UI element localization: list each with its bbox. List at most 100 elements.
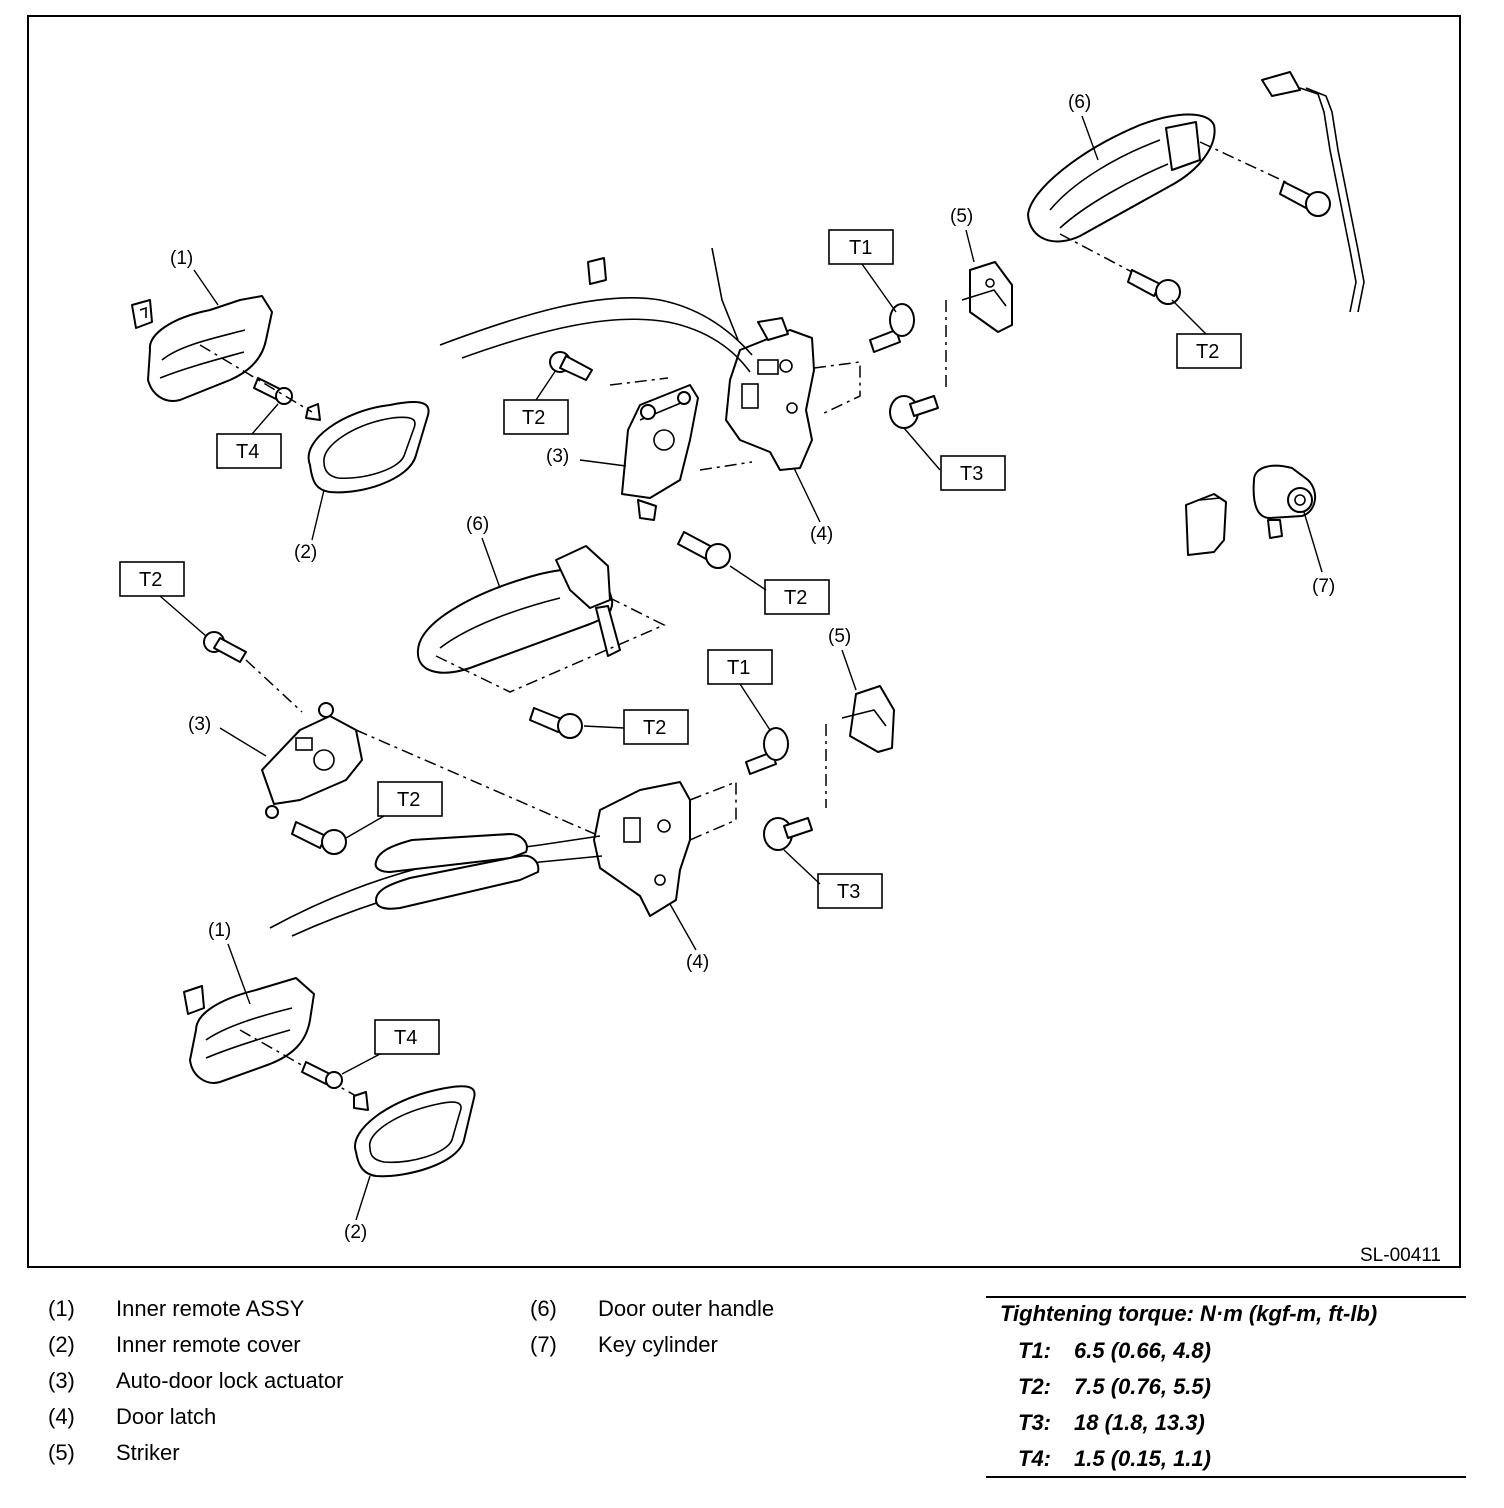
tag-t2-actuator-lower-a: T2 — [139, 569, 162, 591]
assembly-line-handle-lower — [435, 597, 666, 693]
assembly-line-latch-lower — [689, 780, 737, 841]
tag-t1-lower-box — [707, 649, 773, 685]
assembly-line-actuator-upper — [609, 377, 753, 471]
assembly-line-latch-upper — [813, 361, 861, 416]
callout-4-upper: (4) — [810, 524, 833, 545]
figure-id: SL-00411 — [1360, 1245, 1441, 1266]
tag-t2-handle-upper: T2 — [1196, 341, 1219, 363]
door-latch-upper — [725, 317, 815, 471]
torque-value: 1.5 (0.15, 1.1) — [1074, 1446, 1211, 1471]
door-outer-handle-lower — [416, 545, 621, 674]
torque-key: T4: — [1018, 1446, 1051, 1471]
tag-t3-lower-box — [817, 873, 883, 909]
inner-remote-cover-lower — [354, 1085, 476, 1178]
tag-t4-upper: T4 — [236, 441, 259, 463]
legend-num: (7) — [530, 1332, 557, 1357]
screw-t2-actuator-lower-a — [203, 631, 247, 663]
screw-t4-upper — [253, 377, 321, 421]
legend-name: Door outer handle — [598, 1296, 775, 1321]
screw-t4-lower — [301, 1061, 369, 1111]
legend-name: Door latch — [116, 1404, 217, 1429]
legend-name: Striker — [116, 1440, 180, 1465]
legend-name: Inner remote ASSY — [116, 1296, 305, 1321]
tag-t2-latch-upper-box — [764, 579, 830, 615]
diagram-frame — [27, 15, 1461, 1268]
callout-3-upper: (3) — [546, 446, 569, 467]
striker-upper — [961, 261, 1013, 333]
assembly-line-remote-upper — [199, 344, 313, 413]
torque-table-title: Tightening torque: N·m (kgf-m, ft-lb) — [1000, 1301, 1378, 1326]
legend-num: (1) — [48, 1296, 75, 1321]
auto-door-lock-actuator-lower — [261, 702, 363, 819]
tag-t3-upper: T3 — [960, 463, 983, 485]
screw-t2-handle-lower — [529, 707, 583, 739]
tag-t1-upper: T1 — [849, 237, 872, 259]
tag-t2-actuator-lower-b: T2 — [397, 789, 420, 811]
legend-name: Key cylinder — [598, 1332, 718, 1357]
callout-7: (7) — [1312, 576, 1335, 597]
tag-t1-lower: T1 — [727, 657, 750, 679]
tag-t2-handle-lower: T2 — [643, 717, 666, 739]
tag-t2-latch-upper: T2 — [784, 587, 807, 609]
tag-t3-lower: T3 — [837, 881, 860, 903]
callout-1-upper: (1) — [170, 248, 193, 269]
callout-1-lower: (1) — [208, 920, 231, 941]
torque-table: Tightening torque: N·m (kgf-m, ft-lb) T1… — [986, 1296, 1466, 1478]
control-rod-upper — [1261, 71, 1365, 313]
screw-t2-actuator-lower-b — [291, 821, 347, 855]
screw-t2-actuator-upper — [549, 351, 593, 381]
legend-num: (4) — [48, 1404, 75, 1429]
screw-t2-latch-upper — [677, 531, 731, 569]
torque-key: T1: — [1018, 1338, 1051, 1363]
door-latch-lower — [593, 781, 691, 917]
legend-num: (2) — [48, 1332, 75, 1357]
inner-remote-assy-lower — [183, 977, 315, 1084]
torque-key: T2: — [1018, 1374, 1051, 1399]
tag-t2-actuator-lower-a-box — [119, 561, 185, 597]
callout-4-lower: (4) — [686, 952, 709, 973]
torque-value: 6.5 (0.66, 4.8) — [1074, 1338, 1211, 1363]
screw-t3-lower — [763, 817, 813, 851]
tag-t2-handle-lower-box — [623, 709, 689, 745]
screw-t3-upper — [889, 395, 939, 429]
screw-t1-lower — [745, 727, 789, 775]
torque-tags: T1 T2 T2 T3 T4 T2 T2 T1 T2 T2 T3 — [119, 229, 1242, 1075]
screw-t1-upper — [869, 303, 915, 353]
cables-lower — [269, 833, 603, 937]
tag-t4-lower-box — [374, 1019, 440, 1055]
legend-name: Inner remote cover — [116, 1332, 301, 1357]
callout-3-lower: (3) — [188, 714, 211, 735]
tag-t1-upper-box — [828, 229, 894, 265]
torque-value: 7.5 (0.76, 5.5) — [1074, 1374, 1211, 1399]
torque-key: T3: — [1018, 1410, 1051, 1435]
inner-remote-assy-upper — [131, 295, 273, 402]
callout-2-upper: (2) — [294, 542, 317, 563]
screw-t2-handle-upper-a — [1279, 181, 1331, 217]
callout-6-upper: (6) — [1068, 92, 1091, 113]
legend-num: (6) — [530, 1296, 557, 1321]
tag-t2-handle-upper-box — [1176, 333, 1242, 369]
tag-t2-actuator-lower-b-box — [377, 781, 443, 817]
assembly-line-actuator-lower — [245, 659, 605, 839]
callout-5-lower: (5) — [828, 626, 851, 647]
inner-remote-cover-upper — [307, 401, 430, 494]
legend-num: (5) — [48, 1440, 75, 1465]
legend-num: (3) — [48, 1368, 75, 1393]
assembly-line-handle-upper-a — [1199, 141, 1291, 185]
striker-lower — [841, 685, 895, 753]
tag-t2-actuator-upper: T2 — [522, 407, 545, 429]
tag-t4-upper-box — [216, 433, 282, 469]
cables-upper — [439, 247, 753, 373]
tag-t2-actuator-upper-box — [503, 399, 569, 435]
callout-labels: (1) (2) (3) (4) (5) (6) (7) (6) (3) (5) … — [170, 92, 1335, 1243]
tag-t3-upper-box — [940, 455, 1006, 491]
callout-2-lower: (2) — [344, 1222, 367, 1243]
screw-t2-handle-upper-b — [1127, 269, 1181, 305]
callout-5-upper: (5) — [950, 206, 973, 227]
auto-door-lock-actuator-upper — [621, 384, 699, 521]
legend-name: Auto-door lock actuator — [116, 1368, 344, 1393]
door-outer-handle-upper — [1027, 113, 1216, 243]
key-cylinder — [1252, 464, 1317, 539]
key-cylinder-clip — [1185, 493, 1227, 556]
